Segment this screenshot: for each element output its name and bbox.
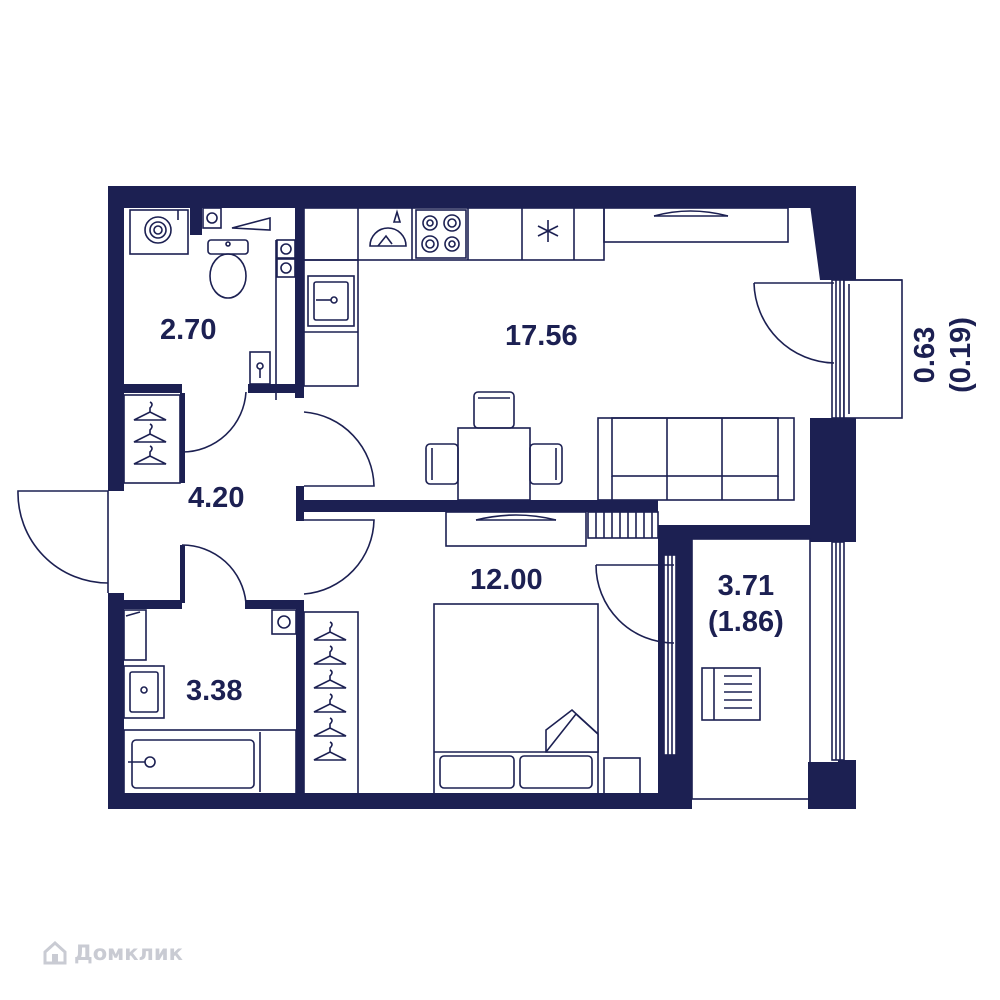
bed-icon [433,603,641,795]
washing-machine-icon [129,209,189,255]
stove-icon [415,209,467,259]
area-wc: 2.70 [160,314,217,346]
kitchen-radiator [603,207,789,243]
house-logo-icon [43,940,67,965]
sofa-icon [597,417,795,501]
hanger-icon [133,401,167,465]
hanger-icon [313,621,347,761]
area-label-wc: 2.70 [160,312,216,348]
chair-icon [701,667,761,721]
watermark: Домклик [42,940,183,966]
balcony [843,279,903,419]
sink-icon-wc [249,351,271,385]
hood-icon [369,209,407,247]
toilet-icon [207,239,249,299]
area-loggia: 3.71 [717,570,775,602]
shafts [202,207,297,635]
hall-wardrobe [123,394,181,484]
area-bedroom: 12.00 [470,564,543,596]
bedroom-wardrobe [303,611,359,795]
table-icon [425,391,563,501]
loggia [691,538,811,800]
area-label-loggia: 3.71 (1.86) [708,568,784,640]
area-label-kitchen: 17.56 [505,318,578,354]
windows [663,279,845,761]
watermark-text: Домклик [74,941,183,965]
area-label-balcony: 0.63 (0.19) [907,317,979,393]
area-balcony-reduced: (0.19) [945,317,977,393]
sink-icon-kitchen [307,275,355,327]
bathroom-fixtures [123,609,297,795]
area-label-bedroom: 12.00 [470,562,543,598]
area-label-bathroom: 3.38 [186,673,242,709]
bedroom-radiator [445,511,587,547]
doors [17,282,835,644]
area-loggia-reduced: (1.86) [708,606,784,638]
kitchen-counter [303,207,605,387]
area-hall: 4.20 [188,482,245,514]
area-balcony: 0.63 [909,326,941,384]
fridge-icon [537,220,559,242]
area-kitchen: 17.56 [505,320,578,352]
area-label-hall: 4.20 [188,480,244,516]
radiator-icon [587,511,659,539]
area-bathroom: 3.38 [186,675,243,707]
